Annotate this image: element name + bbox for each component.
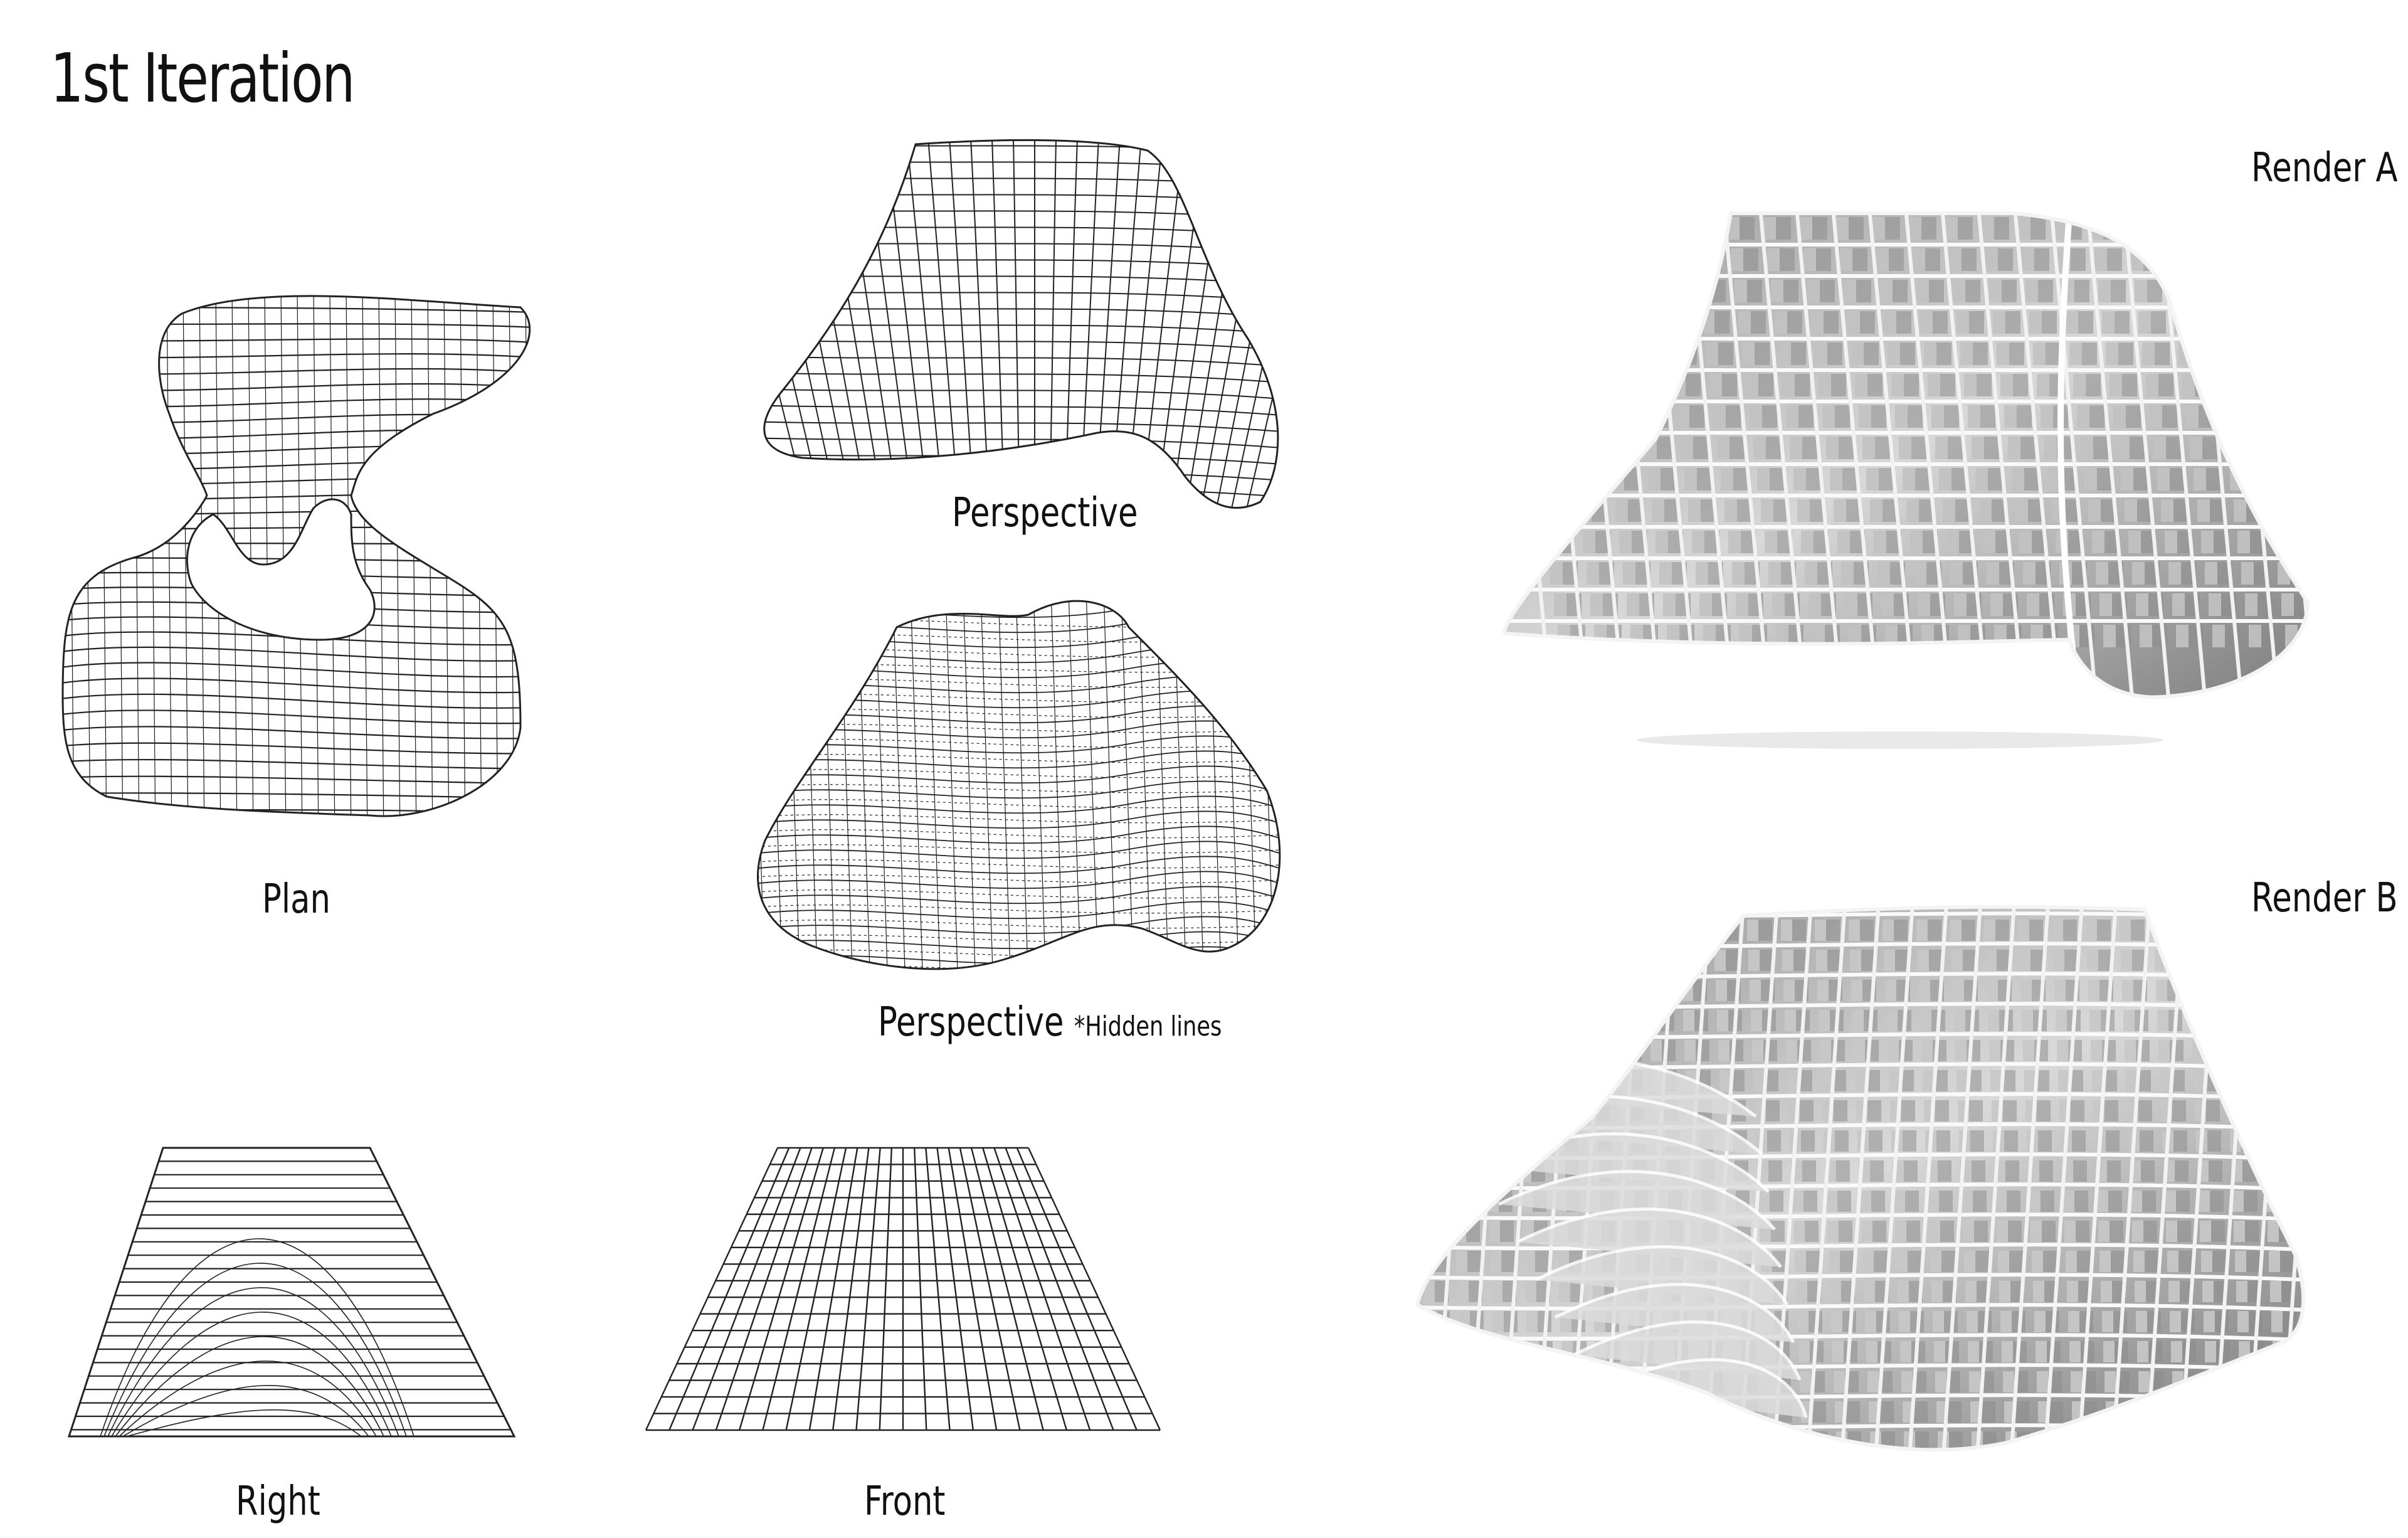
plan-drawing	[56, 289, 571, 841]
label-hidden-lines-note: *Hidden lines	[1074, 1010, 1222, 1042]
label-render-a: Render A	[2251, 145, 2398, 191]
front-elevation-drawing	[633, 1142, 1173, 1436]
label-perspective-hidden: Perspective *Hidden lines	[878, 1002, 1222, 1042]
perspective-hidden-lines-drawing	[740, 590, 1317, 991]
perspective-drawing	[746, 138, 1311, 514]
label-plan: Plan	[262, 876, 330, 923]
label-render-b: Render B	[2251, 875, 2398, 921]
right-elevation-drawing	[63, 1142, 527, 1443]
label-perspective: Perspective	[952, 490, 1138, 536]
label-front: Front	[864, 1478, 946, 1525]
render-a-image	[1492, 201, 2320, 753]
label-right: Right	[236, 1478, 320, 1525]
label-perspective-hidden-main: Perspective	[878, 999, 1064, 1046]
render-b-image	[1405, 903, 2383, 1468]
page-title: 1st Iteration	[50, 40, 356, 118]
